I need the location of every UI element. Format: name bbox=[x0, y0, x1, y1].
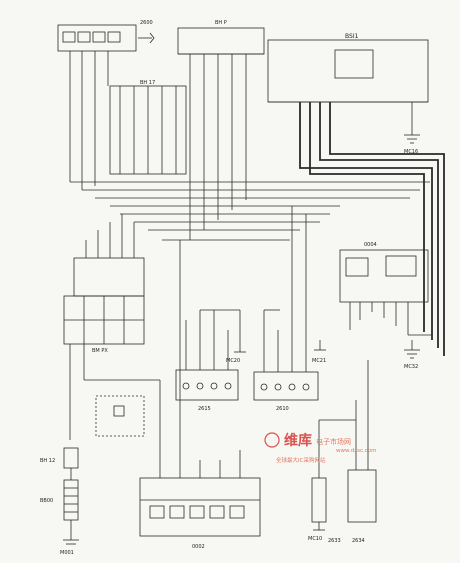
watermark: 维库 电子市场网 www.dzsc.com 全球最大IC采购网站 bbox=[264, 432, 377, 464]
label-2615: 2615 bbox=[198, 406, 211, 412]
watermark-slogan: 全球最大IC采购网站 bbox=[276, 456, 326, 464]
bhp-connector bbox=[177, 27, 265, 55]
label-mc32: MC32 bbox=[404, 364, 418, 370]
label-2610: 2610 bbox=[276, 406, 289, 412]
bb00-battery bbox=[63, 479, 79, 521]
label-bhp: BH P bbox=[215, 20, 227, 26]
bb12-fuse bbox=[63, 447, 79, 469]
label-0002: 0002 bbox=[192, 544, 205, 550]
label-2600: 2600 bbox=[140, 20, 153, 26]
switch-2615 bbox=[175, 369, 239, 401]
watermark-logo-icon bbox=[264, 432, 280, 448]
label-bb12: BH 12 bbox=[40, 458, 55, 464]
watermark-site: 电子市场网 bbox=[316, 437, 351, 446]
bsi1-module bbox=[267, 39, 429, 103]
switch-2633 bbox=[311, 477, 327, 523]
switch-2610 bbox=[253, 371, 319, 401]
label-bb00: BB00 bbox=[40, 498, 53, 504]
switch-2634 bbox=[347, 469, 377, 523]
label-mc20: MC20 bbox=[226, 358, 240, 364]
watermark-url: www.dzsc.com bbox=[336, 448, 377, 454]
watermark-brand: 维库 bbox=[284, 432, 312, 449]
label-2633: 2633 bbox=[328, 538, 341, 544]
dashed-option-box bbox=[95, 395, 145, 437]
label-bh17: BH 17 bbox=[140, 80, 155, 86]
label-2634: 2634 bbox=[352, 538, 365, 544]
label-mc10: MC10 bbox=[308, 536, 322, 542]
label-bsi1: BSI1 bbox=[345, 33, 359, 40]
label-0004: 0004 bbox=[364, 242, 377, 248]
switch-0002 bbox=[139, 477, 261, 537]
label-bmpx: BM PX bbox=[92, 348, 108, 354]
label-mc16: MC16 bbox=[404, 149, 418, 155]
top-left-module bbox=[57, 24, 137, 52]
label-mc21: MC21 bbox=[312, 358, 326, 364]
label-m001: M001 bbox=[60, 550, 74, 556]
